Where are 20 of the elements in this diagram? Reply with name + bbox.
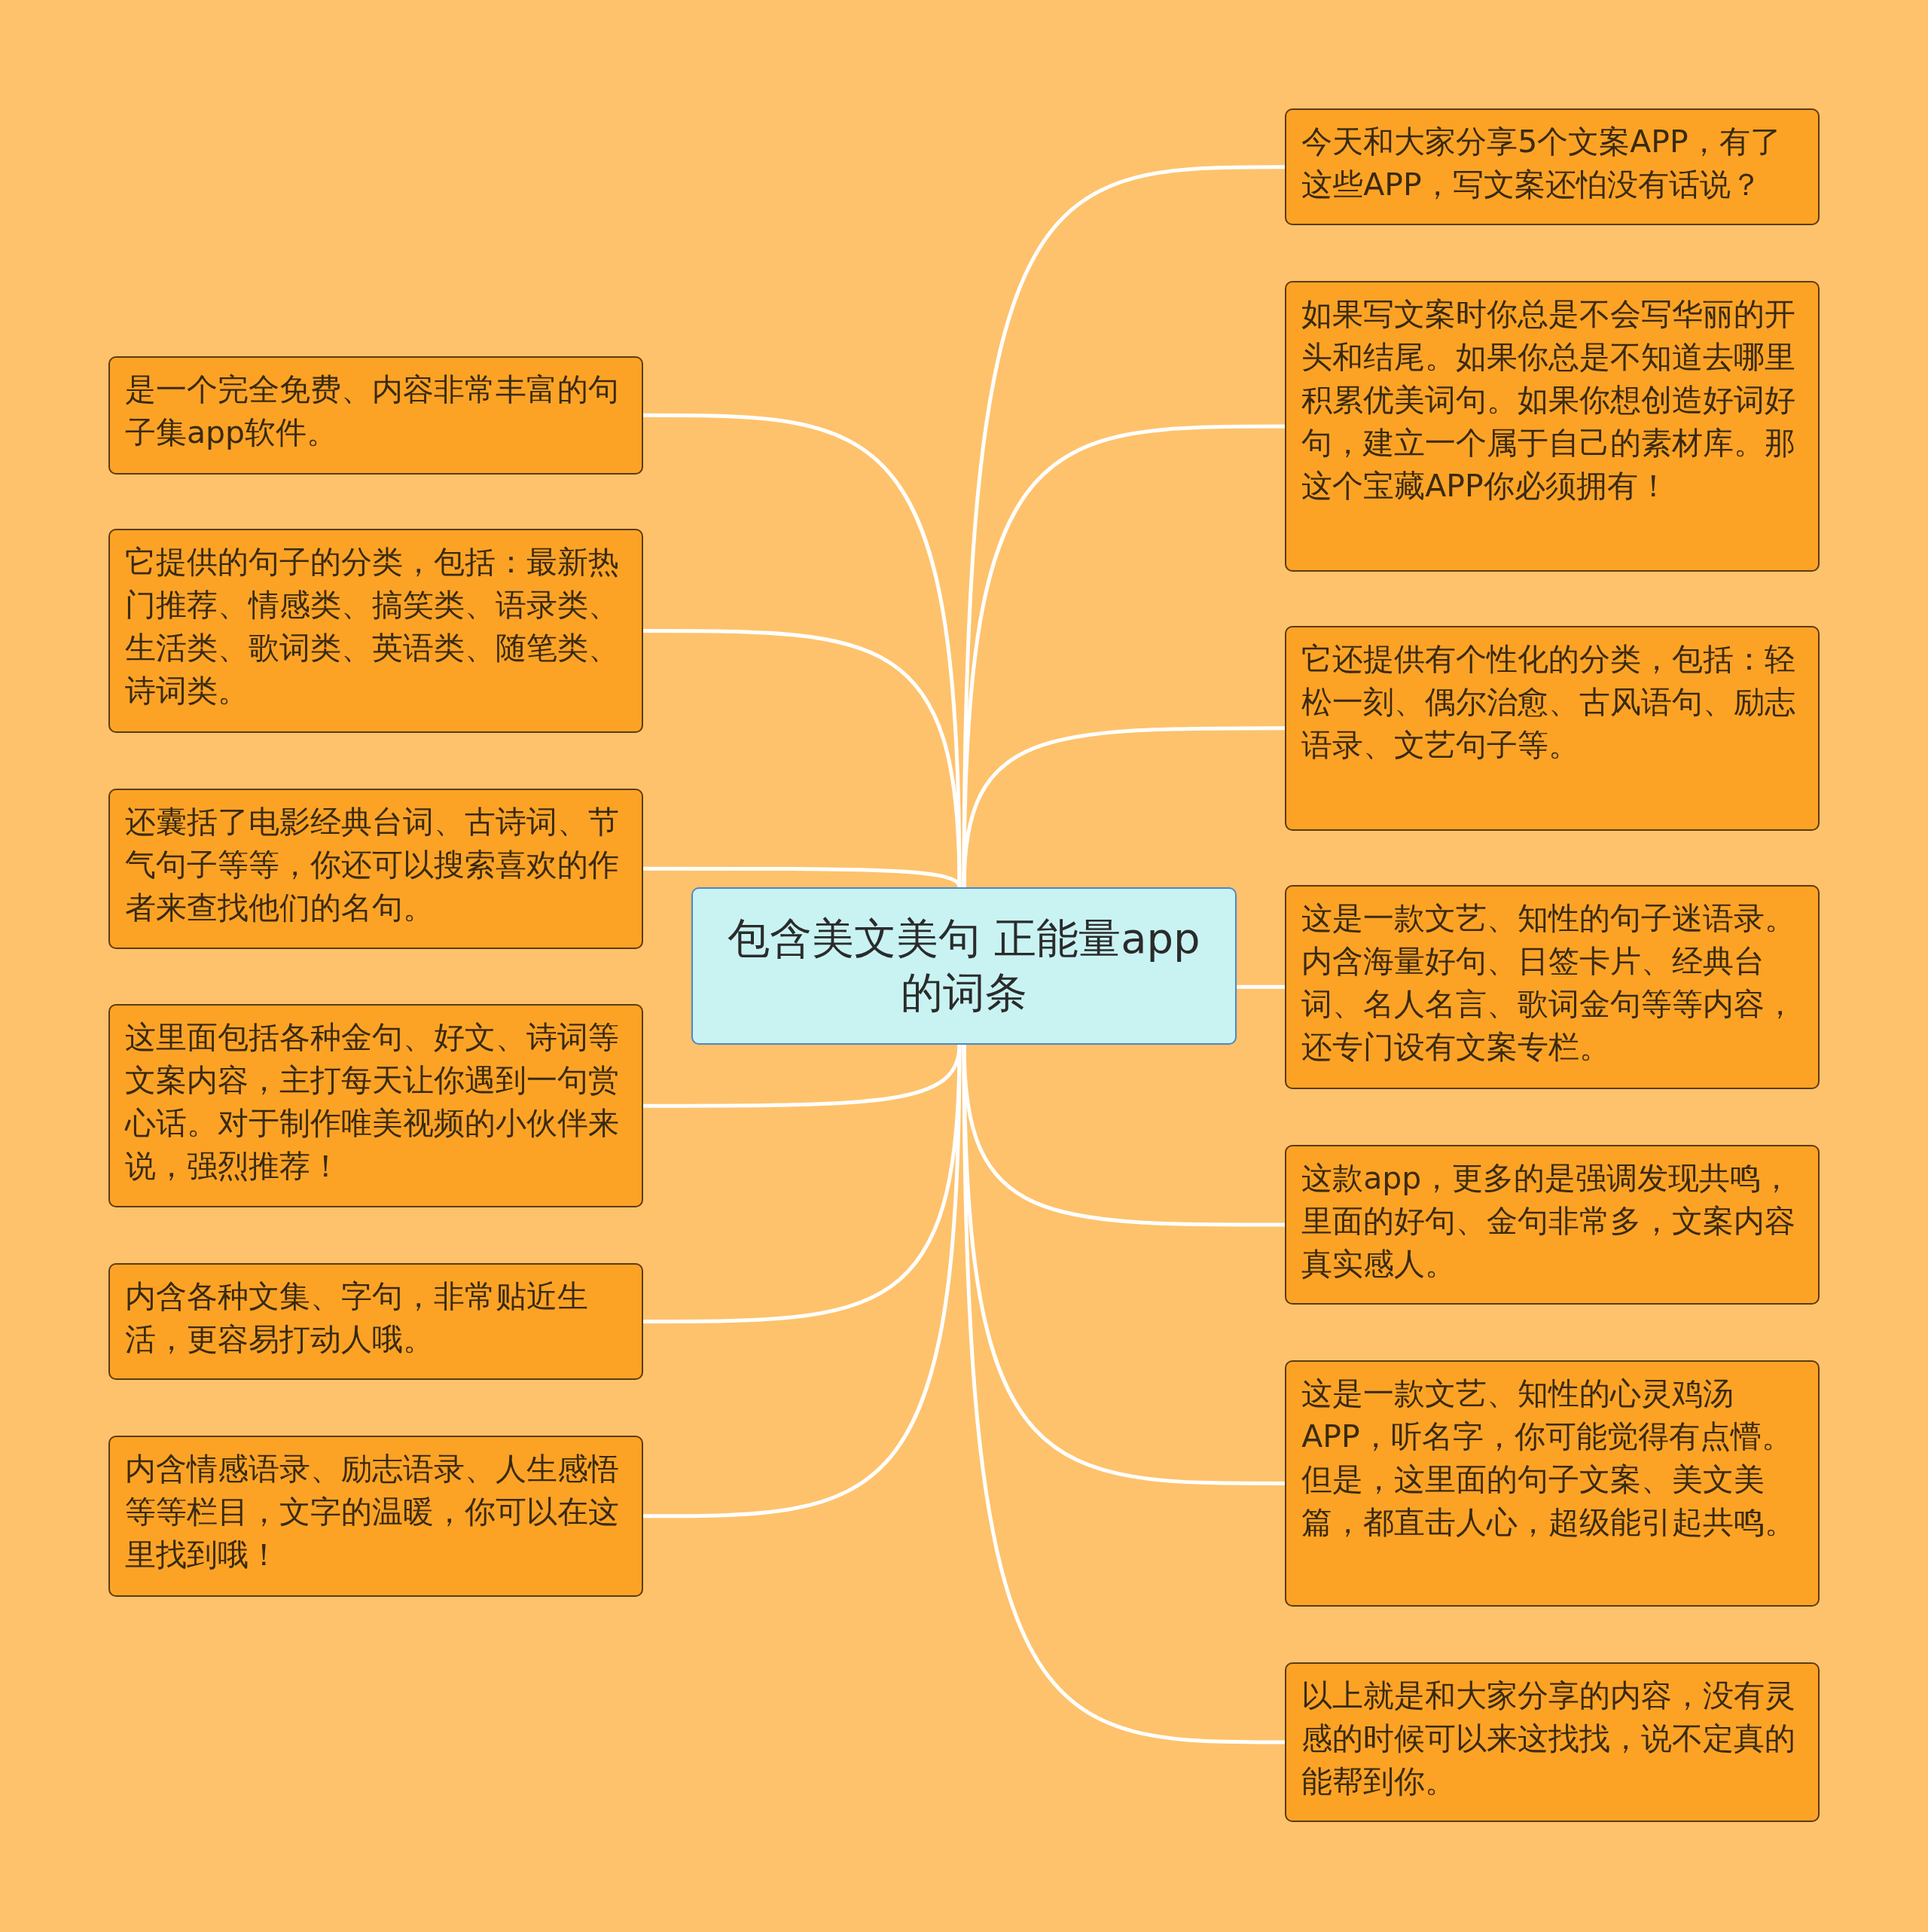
topic-box: 内含各种文集、字句，非常贴近生活，更容易打动人哦。 [108, 1262, 643, 1381]
topic-box: 这款app，更多的是强调发现共鸣，里面的好句、金句非常多，文案内容真实感人。 [1285, 1144, 1820, 1305]
connector-line [642, 866, 962, 888]
topic-box: 今天和大家分享5个文案APP，有了这些APP，写文案还怕没有话说？ [1285, 108, 1820, 226]
topic-box: 如果写文案时你总是不会写华丽的开头和结尾。如果你总是不知道去哪里积累优美词句。如果你想创造好词好句，建立一个属于自己的素材库。那这个宝藏APP你必须拥有！ [1285, 280, 1820, 572]
topic-box: 这里面包括各种金句、好文、诗词等文案内容，主打每天让你遇到一句赏心话。对于制作唯美视频的小伙伴来说，强烈推荐！ [108, 1004, 643, 1208]
connector-line [962, 726, 1286, 887]
topic-box: 内含情感语录、励志语录、人生感悟等等栏目，文字的温暖，你可以在这里找到哦！ [108, 1435, 643, 1597]
topic-box: 以上就是和大家分享的内容，没有灵感的时候可以来这找找，说不定真的能帮到你。 [1285, 1662, 1820, 1823]
connector-line [962, 424, 1286, 887]
topic-box: 是一个完全免费、内容非常丰富的句子集app软件。 [108, 356, 643, 475]
topic-box: 它还提供有个性化的分类，包括：轻松一刻、偶尔治愈、古风语句、励志语录、文艺句子等。 [1285, 626, 1820, 831]
topic-box: 它提供的句子的分类，包括：最新热门推荐、情感类、搞笑类、语录类、生活类、歌词类、英语类、随笔类、诗词类。 [108, 528, 643, 734]
topic-box: 还囊括了电影经典台词、古诗词、节气句子等等，你还可以搜索喜欢的作者来查找他们的名句。 [108, 788, 643, 949]
topic-box: 这是一款文艺、知性的心灵鸡汤APP，听名字，你可能觉得有点懵。但是，这里面的句子文案、美文美篇，都直击人心，超级能引起共鸣。 [1285, 1360, 1820, 1607]
connector-line [962, 1045, 1286, 1744]
connector-line [1237, 984, 1286, 989]
central-topic-box: 包含美文美句 正能量app的词条 [691, 887, 1237, 1045]
connector-line [642, 1045, 962, 1518]
topic-box: 这是一款文艺、知性的句子迷语录。内含海量好句、日签卡片、经典台词、名人名言、歌词金句等等内容，还专门设有文案专栏。 [1285, 884, 1820, 1090]
